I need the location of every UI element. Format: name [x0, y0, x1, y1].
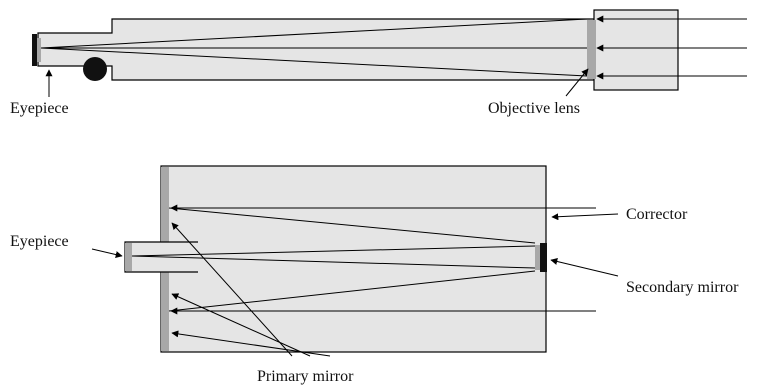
secondary-pointer: [550, 258, 619, 277]
primary-mirror-label: Primary mirror: [257, 368, 354, 385]
dew-shield: [593, 9, 679, 91]
objective-lens-label: Objective lens: [488, 100, 580, 117]
catadioptric-eyepiece-pointer: [91, 248, 123, 258]
corrector-label: Corrector: [626, 206, 688, 223]
secondary-mirror-label: Secondary mirror: [626, 279, 739, 296]
secondary-mirror-face: [535, 245, 540, 270]
focuser-knob: [83, 57, 107, 81]
catadioptric-eyepiece-label: Eyepiece: [10, 233, 69, 250]
refractor-telescope: Eyepiece Objective lens: [10, 9, 747, 117]
primary-pointer-2: [171, 293, 311, 357]
catadioptric-eyepiece-lens: [125, 243, 132, 271]
refractor-rays: [40, 15, 747, 80]
primary-pointer-3: [171, 330, 331, 357]
catadioptric-telescope: Corrector Eyepiece Secondary mirror Prim…: [10, 165, 739, 385]
secondary-mirror-back: [540, 243, 547, 272]
objective-pointer: [565, 68, 589, 97]
refractor-eyepiece-lens: [37, 38, 41, 62]
corrector-pointer: [551, 213, 619, 221]
catadioptric-rays: [131, 204, 596, 315]
refractor-eyepiece-label: Eyepiece: [10, 100, 69, 117]
objective-lens: [587, 20, 596, 79]
refractor-eyepiece-bar: [32, 34, 37, 66]
refractor-tube: [37, 18, 595, 81]
primary-pointer-1: [171, 222, 293, 357]
